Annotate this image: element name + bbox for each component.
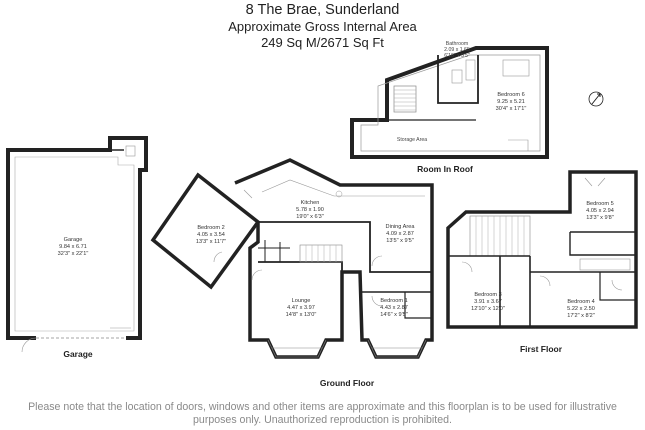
garage-plan [6,136,148,353]
lounge-label: Lounge [292,298,311,304]
bedroom4-label: Bedroom 4 [567,299,594,305]
lounge-imperial: 14'8" x 13'0" [286,312,317,318]
garage-floor-label: Garage [63,349,93,359]
garage-room-label: Garage [64,237,83,243]
room-in-roof-label: Room In Roof [417,164,473,174]
ground-floor-label: Ground Floor [320,378,375,388]
property-title: 8 The Brae, Sunderland [245,2,400,18]
bedroom3-imperial: 12'10" x 12'0" [471,306,505,312]
bedroom3-metric: 3.91 x 3.67 [474,299,502,305]
floorplan: Bathroom 2.09 x 1.65 6'10" x 5'5" Bedroo… [6,41,638,388]
lounge-metric: 4.47 x 3.97 [287,305,315,311]
bedroom5-imperial: 13'3" x 9'8" [586,215,614,221]
bathroom-metric: 2.09 x 1.65 [444,47,470,53]
dining-imperial: 13'5" x 9'5" [386,238,414,244]
first-floor-plan [446,170,638,329]
area-subtitle: Approximate Gross Internal Area [228,19,417,34]
bathroom-label: Bathroom [446,41,469,47]
bedroom6-imperial: 30'4" x 17'1" [496,106,527,112]
bedroom5-label: Bedroom 5 [586,201,613,207]
dining-metric: 4.09 x 2.87 [386,231,414,237]
kitchen-imperial: 19'0" x 6'3" [296,214,324,220]
dining-label: Dining Area [386,224,416,230]
bedroom6-label: Bedroom 6 [497,92,524,98]
storage-label: Storage Area [397,137,427,143]
bedroom2-imperial: 13'3" x 11'7" [196,239,226,245]
bedroom6-metric: 9.25 x 5.21 [497,99,525,105]
bedroom4-imperial: 17'2" x 8'2" [567,313,595,319]
ground-floor-plan [150,158,434,359]
room-in-roof-plan [350,46,549,159]
bathroom-imperial: 6'10" x 5'5" [444,53,470,59]
bedroom4-metric: 5.22 x 2.50 [567,306,595,312]
kitchen-metric: 5.78 x 1.90 [296,207,324,213]
disclaimer-text: Please note that the location of doors, … [28,401,617,426]
bedroom3-label: Bedroom 3 [474,292,501,298]
north-arrow-icon [588,91,604,107]
bedroom1-imperial: 14'6" x 9'5" [380,312,408,318]
bedroom1-metric: 4.43 x 2.87 [380,305,408,311]
area-value: 249 Sq M/2671 Sq Ft [261,35,384,50]
kitchen-label: Kitchen [301,200,320,206]
garage-metric: 9.84 x 6.71 [59,244,87,250]
bedroom2-metric: 4.05 x 3.54 [197,232,225,238]
bedroom5-metric: 4.05 x 2.94 [586,208,614,214]
garage-imperial: 32'3" x 22'1" [58,251,89,257]
bedroom2-label: Bedroom 2 [197,225,224,231]
bedroom1-label: Bedroom 1 [380,298,407,304]
first-floor-label: First Floor [520,344,563,354]
